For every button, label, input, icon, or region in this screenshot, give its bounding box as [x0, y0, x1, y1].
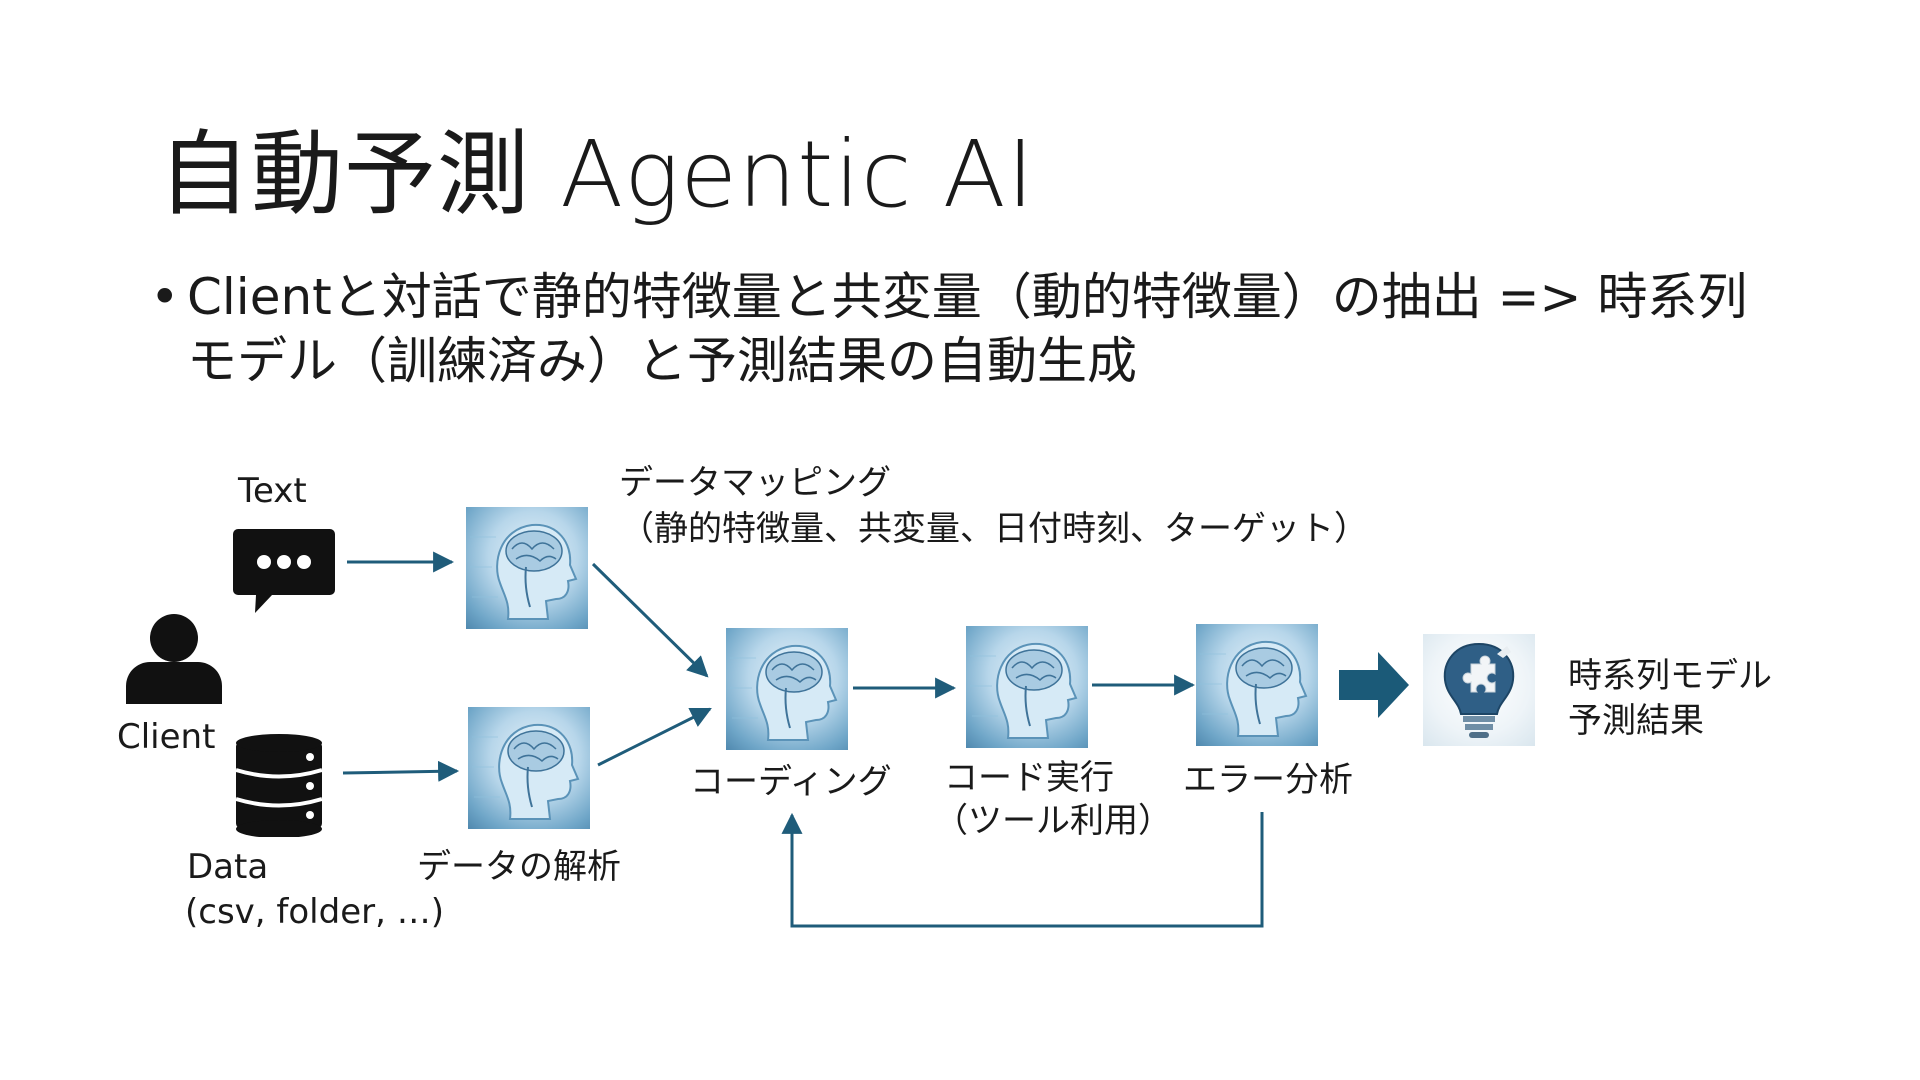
- bullet-marker: •: [150, 268, 180, 326]
- lightbulb-puzzle-icon: [1423, 634, 1535, 746]
- error-agent-brain-icon: [1196, 624, 1318, 746]
- thick-arrow-icon: [1339, 652, 1409, 718]
- slide-title: 自動予測 Agentic AI: [158, 121, 1035, 228]
- feedback-loop-arrow: [781, 812, 1264, 928]
- chat-bubble-icon: [233, 529, 335, 613]
- data-analysis-label: データの解析: [417, 847, 621, 887]
- analysis-agent-brain-icon: [468, 707, 590, 829]
- code-exec-label: コード実行: [944, 758, 1114, 798]
- output-model-label: 時系列モデル: [1568, 656, 1772, 696]
- arrow-data-to-analysis: [342, 760, 460, 782]
- database-icon: [235, 734, 323, 837]
- arrow-analysis-to-coding: [597, 707, 712, 767]
- text-input-label: Text: [238, 471, 307, 511]
- data-label: Data: [187, 847, 269, 887]
- mapping-agent-brain-icon: [466, 507, 588, 629]
- bullet-text: Clientと対話で静的特徴量と共変量（動的特徴量）の抽出 => 時系列モデル（…: [187, 268, 1748, 390]
- data-formats-label: (csv, folder, …): [185, 892, 444, 932]
- error-analysis-label: エラー分析: [1183, 760, 1353, 800]
- data-mapping-detail-label: （静的特徴量、共変量、日付時刻、ターゲット）: [620, 509, 1368, 549]
- tool-use-label: （ツール利用）: [934, 801, 1172, 841]
- coding-label: コーディング: [690, 762, 892, 802]
- data-mapping-label: データマッピング: [619, 463, 891, 503]
- coding-agent-brain-icon: [726, 628, 848, 750]
- exec-agent-brain-icon: [966, 626, 1088, 748]
- bullet-item: • Clientと対話で静的特徴量と共変量（動的特徴量）の抽出 => 時系列モデ…: [150, 265, 1790, 393]
- person-icon: [126, 614, 222, 704]
- client-label: Client: [117, 717, 216, 757]
- output-prediction-label: 予測結果: [1568, 701, 1704, 741]
- arrow-mapping-to-coding: [591, 562, 709, 678]
